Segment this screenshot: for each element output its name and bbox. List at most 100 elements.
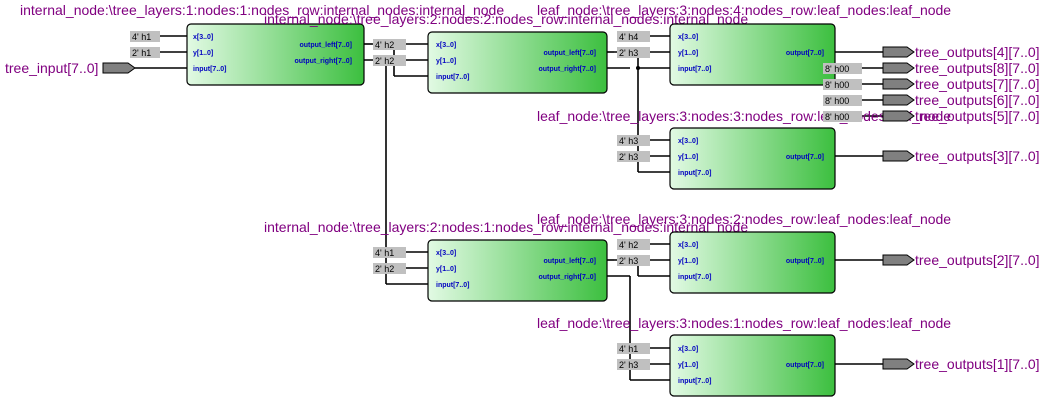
port-x: x[3..0]: [436, 250, 456, 257]
output-pin-icon[interactable]: [882, 254, 915, 266]
const-box: [373, 39, 406, 50]
port-y: y[1..0]: [436, 266, 456, 273]
const-box: [617, 135, 650, 146]
port-x: x[3..0]: [193, 34, 213, 41]
node-block[interactable]: [669, 334, 836, 397]
output-pin-label: tree_outputs[2][7..0]: [915, 252, 1040, 268]
node-block[interactable]: [427, 239, 608, 302]
output-pin-icon[interactable]: [882, 110, 915, 122]
const-value: 8' h00: [825, 64, 849, 74]
output-pin-label: tree_outputs[1][7..0]: [915, 356, 1040, 372]
output-pin-label: tree_outputs[6][7..0]: [915, 92, 1040, 108]
port-x: x[3..0]: [678, 138, 698, 145]
const-box: [373, 263, 406, 274]
node-title: internal_node:\tree_layers:2:nodes:2:nod…: [264, 11, 748, 27]
port-input: input[7..0]: [193, 66, 226, 73]
output-pin-label: tree_outputs[5][7..0]: [915, 108, 1040, 124]
output-pin[interactable]: tree_outputs[5][7..0]: [882, 108, 1040, 124]
const-box: [823, 95, 862, 106]
internal-node-2-2[interactable]: internal_node:\tree_layers:2:nodes:2:nod…: [264, 11, 748, 94]
port-y: y[1..0]: [193, 50, 213, 57]
node-title: internal_node:\tree_layers:2:nodes:1:nod…: [264, 219, 748, 235]
node-title: leaf_node:\tree_layers:3:nodes:1:nodes_r…: [537, 315, 951, 331]
output-pin[interactable]: tree_outputs[1][7..0]: [882, 356, 1040, 372]
const-box: [823, 79, 862, 90]
port-x: x[3..0]: [436, 42, 456, 49]
output-pin[interactable]: tree_outputs[8][7..0]: [882, 60, 1040, 76]
port-output-left: output_left[7..0]: [544, 50, 597, 57]
node-block[interactable]: [427, 31, 608, 94]
const-box: [617, 255, 650, 266]
junction-dot: [636, 66, 640, 70]
output-pin-icon[interactable]: [882, 150, 915, 162]
const-value: 8' h00: [825, 80, 849, 90]
const-value: 4' h1: [619, 344, 638, 354]
junctions: [636, 66, 640, 70]
port-y: y[1..0]: [678, 362, 698, 369]
const-value: 2' h3: [619, 360, 638, 370]
port-input: input[7..0]: [436, 282, 469, 289]
node-block[interactable]: [669, 23, 836, 86]
const-box: [823, 111, 862, 122]
output-pin-icon[interactable]: [882, 94, 915, 106]
port-x: x[3..0]: [678, 242, 698, 249]
output-pin-label: tree_outputs[4][7..0]: [915, 44, 1040, 60]
const-box: [373, 55, 406, 66]
port-output: output[7..0]: [786, 362, 824, 369]
const-value: 2' h2: [375, 56, 394, 66]
port-output: output[7..0]: [786, 154, 824, 161]
const-box: [617, 31, 650, 42]
const-value: 2' h2: [375, 264, 394, 274]
output-pin-label: tree_outputs[8][7..0]: [915, 60, 1040, 76]
output-pin[interactable]: tree_outputs[4][7..0]: [882, 44, 1040, 60]
output-pin-icon[interactable]: [882, 46, 915, 58]
node-block[interactable]: [669, 231, 836, 294]
const-value: 2' h3: [619, 152, 638, 162]
port-input: input[7..0]: [678, 274, 711, 281]
output-pin[interactable]: tree_outputs[2][7..0]: [882, 252, 1040, 268]
port-y: y[1..0]: [678, 154, 698, 161]
const-value: 4' h3: [619, 136, 638, 146]
internal-node-1[interactable]: internal_node:\tree_layers:1:nodes:1:nod…: [20, 2, 504, 86]
output-pin[interactable]: tree_outputs[3][7..0]: [882, 148, 1040, 164]
output-pin[interactable]: tree_outputs[6][7..0]: [882, 92, 1040, 108]
input-pin-icon[interactable]: [102, 62, 136, 74]
leaf-node-2[interactable]: leaf_node:\tree_layers:3:nodes:2:nodes_r…: [537, 211, 951, 294]
port-x: x[3..0]: [678, 346, 698, 353]
const-output-drivers: 8' h00 8' h00 8' h00 8' h00: [823, 63, 862, 122]
input-pin-label: tree_input[7..0]: [5, 60, 98, 76]
internal-node-2-1[interactable]: internal_node:\tree_layers:2:nodes:1:nod…: [264, 219, 748, 302]
port-output-right: output_right[7..0]: [538, 66, 596, 73]
port-y: y[1..0]: [678, 258, 698, 265]
leaf-node-4[interactable]: leaf_node:\tree_layers:3:nodes:4:nodes_r…: [537, 2, 951, 86]
node-title: leaf_node:\tree_layers:3:nodes:4:nodes_r…: [537, 2, 951, 18]
const-value: 8' h00: [825, 112, 849, 122]
output-pin-icon[interactable]: [882, 62, 915, 74]
const-value: 2' h3: [619, 256, 638, 266]
output-pin-label: tree_outputs[7][7..0]: [915, 76, 1040, 92]
const-value: 2' h3: [619, 48, 638, 58]
const-box: [617, 359, 650, 370]
const-value: 4' h2: [619, 240, 638, 250]
const-value: 4' h4: [619, 32, 638, 42]
const-box: [617, 239, 650, 250]
port-y: y[1..0]: [678, 50, 698, 57]
port-output-right: output_right[7..0]: [294, 58, 352, 65]
output-pin[interactable]: tree_outputs[7][7..0]: [882, 76, 1040, 92]
node-block[interactable]: [669, 127, 836, 190]
input-pin-tree-input[interactable]: tree_input[7..0]: [5, 60, 136, 76]
port-input: input[7..0]: [678, 170, 711, 177]
const-box: [823, 63, 862, 74]
const-value: 4' h1: [375, 248, 394, 258]
const-box: [130, 47, 160, 58]
leaf-node-1[interactable]: leaf_node:\tree_layers:3:nodes:1:nodes_r…: [537, 315, 951, 397]
port-input: input[7..0]: [678, 66, 711, 73]
output-pin-icon[interactable]: [882, 358, 915, 370]
output-pin-icon[interactable]: [882, 78, 915, 90]
node-block[interactable]: [186, 23, 365, 86]
node-title: internal_node:\tree_layers:1:nodes:1:nod…: [20, 2, 504, 18]
port-x: x[3..0]: [678, 34, 698, 41]
port-output-right: output_right[7..0]: [538, 274, 596, 281]
const-box: [617, 151, 650, 162]
